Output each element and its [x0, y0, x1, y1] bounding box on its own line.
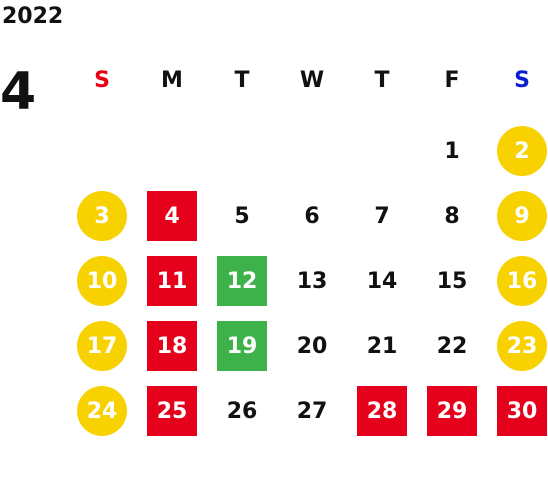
- day-cell[interactable]: 3: [67, 188, 137, 244]
- day-number: 20: [296, 333, 328, 359]
- weekday-header: F: [444, 68, 460, 93]
- calendar-month: 4: [0, 62, 37, 122]
- day-number: 30: [497, 386, 547, 436]
- day-number: 1: [444, 138, 460, 164]
- day-number: 5: [234, 203, 250, 229]
- day-cell[interactable]: 10: [67, 253, 137, 309]
- day-cell[interactable]: 14: [347, 253, 417, 309]
- day-cell[interactable]: 30: [487, 383, 548, 439]
- day-number: 14: [366, 268, 398, 294]
- day-cell[interactable]: 23: [487, 318, 548, 374]
- day-number: 12: [217, 256, 267, 306]
- day-cell[interactable]: 25: [137, 383, 207, 439]
- day-cell[interactable]: 2: [487, 123, 548, 179]
- day-cell[interactable]: 17: [67, 318, 137, 374]
- weekday-header: T: [234, 68, 250, 93]
- day-cell[interactable]: 27: [277, 383, 347, 439]
- day-cell[interactable]: 5: [207, 188, 277, 244]
- day-number: 7: [374, 203, 390, 229]
- day-cell[interactable]: 24: [67, 383, 137, 439]
- day-number: 10: [77, 256, 127, 306]
- day-number: 9: [497, 191, 547, 241]
- day-number: 27: [296, 398, 328, 424]
- day-cell[interactable]: 18: [137, 318, 207, 374]
- day-cell[interactable]: 6: [277, 188, 347, 244]
- day-number: 19: [217, 321, 267, 371]
- day-number: 11: [147, 256, 197, 306]
- day-cell[interactable]: 4: [137, 188, 207, 244]
- day-cell[interactable]: 13: [277, 253, 347, 309]
- weekday-header: M: [161, 68, 183, 93]
- day-cell[interactable]: 21: [347, 318, 417, 374]
- day-number: 16: [497, 256, 547, 306]
- day-number: 15: [436, 268, 468, 294]
- day-number: 6: [304, 203, 320, 229]
- day-number: 24: [77, 386, 127, 436]
- day-number: 3: [77, 191, 127, 241]
- day-number: 2: [497, 126, 547, 176]
- day-number: 25: [147, 386, 197, 436]
- weekday-header: S: [94, 68, 110, 93]
- day-number: 8: [444, 203, 460, 229]
- day-cell[interactable]: 9: [487, 188, 548, 244]
- day-cell[interactable]: 7: [347, 188, 417, 244]
- day-number: 4: [147, 191, 197, 241]
- weekday-header: W: [299, 68, 325, 93]
- day-number: 17: [77, 321, 127, 371]
- day-cell[interactable]: 22: [417, 318, 487, 374]
- day-number: 21: [366, 333, 398, 359]
- day-number: 26: [226, 398, 258, 424]
- day-cell[interactable]: 26: [207, 383, 277, 439]
- day-number: 18: [147, 321, 197, 371]
- day-number: 22: [436, 333, 468, 359]
- weekday-header: S: [514, 68, 530, 93]
- day-cell[interactable]: 1: [417, 123, 487, 179]
- day-cell[interactable]: 12: [207, 253, 277, 309]
- day-cell[interactable]: 8: [417, 188, 487, 244]
- weekday-header: T: [374, 68, 390, 93]
- day-cell[interactable]: 11: [137, 253, 207, 309]
- day-number: 13: [296, 268, 328, 294]
- day-number: 29: [427, 386, 477, 436]
- calendar-year: 2022: [2, 4, 64, 29]
- day-cell[interactable]: 15: [417, 253, 487, 309]
- day-cell[interactable]: 19: [207, 318, 277, 374]
- day-number: 28: [357, 386, 407, 436]
- day-cell[interactable]: 29: [417, 383, 487, 439]
- day-cell[interactable]: 28: [347, 383, 417, 439]
- day-number: 23: [497, 321, 547, 371]
- day-cell[interactable]: 20: [277, 318, 347, 374]
- day-cell[interactable]: 16: [487, 253, 548, 309]
